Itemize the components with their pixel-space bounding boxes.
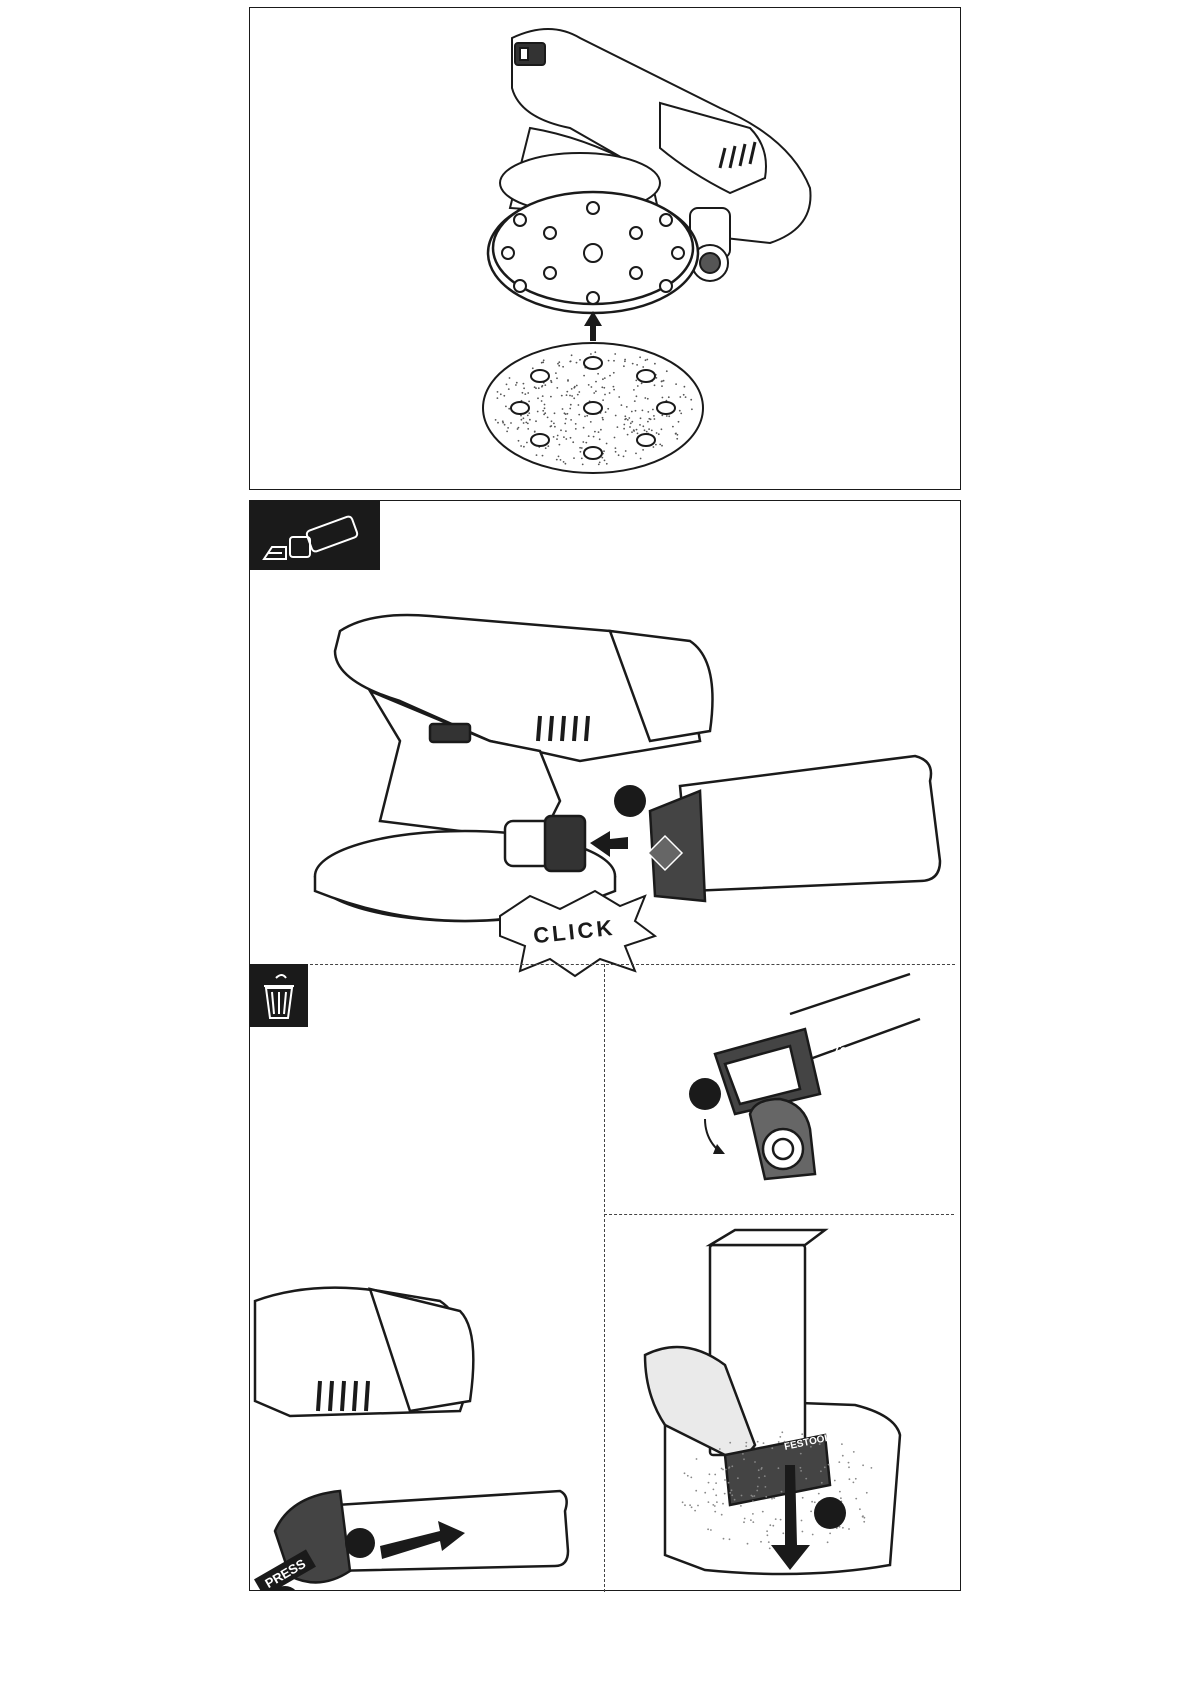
dust-bag-icon — [250, 501, 380, 570]
dust-bag — [648, 756, 940, 901]
step-marker-1 — [614, 785, 646, 817]
waste-bin-icon — [250, 964, 308, 1027]
step-marker-5 — [814, 1497, 846, 1529]
empty-bag-illustration: FESTOOL — [605, 1215, 961, 1592]
sander-disc-illustration — [250, 8, 962, 491]
step-marker-2 — [345, 1528, 375, 1558]
dust-bag-tab — [250, 501, 380, 570]
step-marker-4 — [689, 1078, 721, 1110]
disposal-tab — [250, 964, 308, 1027]
remove-bag-illustration: PRESS — [250, 1271, 604, 1591]
up-arrow-icon — [584, 311, 602, 341]
open-cap-illustration: FESTOOL — [605, 964, 961, 1214]
figure-panel-top — [249, 7, 961, 490]
figure-panel-bottom: CLICK PRES — [249, 500, 961, 1591]
extraction-port — [505, 816, 585, 871]
brand-label-cap: FESTOOL — [814, 1036, 862, 1062]
